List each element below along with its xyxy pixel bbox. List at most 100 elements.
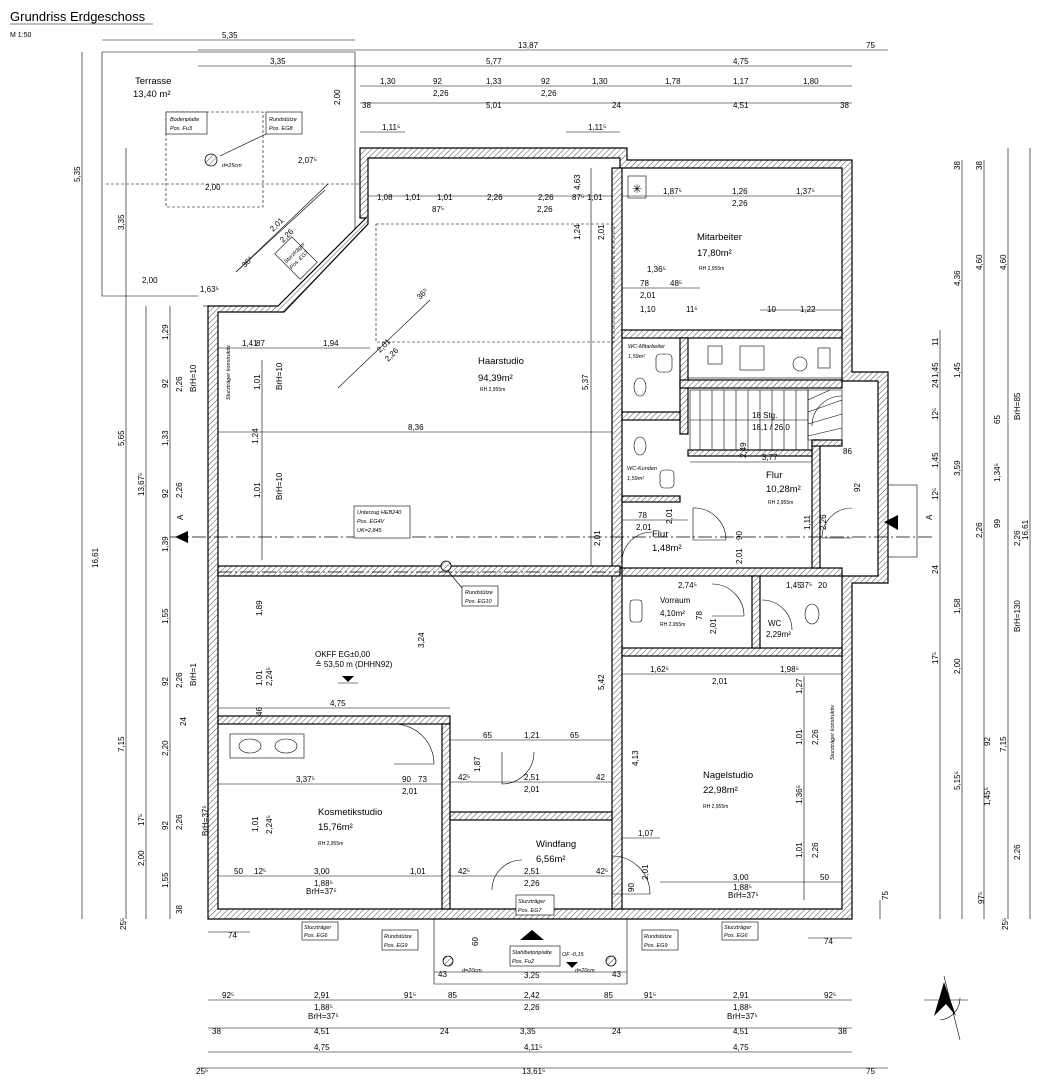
rundst-eg9b-1: Rundstütze <box>644 934 672 940</box>
dim-w-42a: 42⁵ <box>458 773 470 782</box>
dim-k-300: 3,00 <box>314 867 330 876</box>
entrance-slab: Stahlbetonplatte Pos. Fu2 OF -0,15 d=20c… <box>208 919 852 985</box>
svg-text:A: A <box>925 514 934 520</box>
dim-n-198: 1,98⁵ <box>780 665 799 674</box>
rundst-eg9b-2: Pos. EG9 <box>644 943 668 949</box>
dim-top-178: 1,78 <box>665 77 681 86</box>
d25-label: d=25cm <box>222 163 242 169</box>
dim-top-577: 5,77 <box>486 57 502 66</box>
dim-h-87a: 1,08 <box>377 193 393 202</box>
dim-h-101b: 1,01 <box>437 193 453 202</box>
sturz-eg6b-1: Sturzträger <box>724 925 752 931</box>
okff-sub: ≙ 53,50 m (DHHN92) <box>315 660 393 669</box>
dim-m-136: 1,36⁵ <box>647 265 666 274</box>
dim-h-194: 1,94 <box>323 339 339 348</box>
rundstuetze-eg10-2: Pos. EG10 <box>465 599 493 605</box>
dim-m-11: 11⁵ <box>686 305 698 314</box>
dim-m-78: 78 <box>640 279 649 288</box>
terrasse-name: Terrasse <box>135 76 171 87</box>
dim-k-324: 3,24 <box>417 632 426 648</box>
dim-bot-451a: 4,51 <box>314 1027 330 1036</box>
d20-left: d=20cm <box>462 968 482 974</box>
haarstudio-area: 94,39m² <box>478 373 513 384</box>
dim-l-535: 5,35 <box>73 166 82 182</box>
room-haarstudio: Haarstudio 94,39m² RH 2,955m 8,36 5,37 1… <box>218 168 615 566</box>
wc-kunden-name: WC-Kunden <box>627 466 657 472</box>
mitarbeiter-rh: RH 2,955m <box>699 266 724 272</box>
svg-text:A: A <box>176 514 185 520</box>
dim-top-130b: 1,30 <box>592 77 608 86</box>
dim-bot-brh-a: BrH=37⁵ <box>308 1012 339 1021</box>
dim-k-475: 4,75 <box>330 699 346 708</box>
svg-text:1,01: 1,01 <box>253 482 262 498</box>
unterzug-1: Unterzug HEB240 <box>357 510 402 516</box>
stair: 18 Stg. 18,1 / 26,0 <box>689 389 843 451</box>
dim-k-50: 50 <box>234 867 243 876</box>
dim-f-226: 2,26 <box>819 514 828 530</box>
dim-r-38top: 38 <box>953 161 962 170</box>
dim-bot-85a: 85 <box>448 991 457 1000</box>
dim-l-brh1: BrH=1 <box>189 663 198 686</box>
dim-r-145c: 1,45⁵ <box>983 787 992 806</box>
dims-bottom: 92⁵ 2,91 91⁵ 85 2,42 85 91⁵ 2,91 92⁵ 1,8… <box>196 991 888 1076</box>
section-marker-left <box>175 531 188 543</box>
dim-m-110: 1,10 <box>640 305 656 314</box>
wc-mitarbeiter-area: 1,59m² <box>628 354 645 360</box>
dim-l-92c: 92 <box>161 677 170 686</box>
room-flur-big: Flur 10,28m² RH 2,955m 3,77 2,49 86 1,11… <box>690 395 862 564</box>
rundstuetze-eg8-1: Rundstütze <box>269 117 297 123</box>
dim-h-201t: 2,01 <box>268 216 286 234</box>
dim-bot-188a: 1,88⁵ <box>314 1003 333 1012</box>
dims-right: 16,61 4,60 7,15 4,60 2,26 4,36 1,45 3,59… <box>830 148 1031 930</box>
wc-area: 2,29m² <box>766 630 791 639</box>
dim-bot-291a: 2,91 <box>314 991 330 1000</box>
bodenplatte-label-2: Pos. Fu3 <box>170 126 193 132</box>
svg-text:BrH=10: BrH=10 <box>275 362 284 390</box>
dim-w-226: 2,26 <box>524 879 540 888</box>
unterzug-3: UK=2,845 <box>357 528 383 534</box>
dim-bot-335: 3,35 <box>520 1027 536 1036</box>
dim-k-188: 1,88⁵ <box>314 879 333 888</box>
rundstuetze-eg8-2: Pos. EG8 <box>269 126 293 132</box>
dim-bot-475a: 4,75 <box>314 1043 330 1052</box>
dim-r-145b: 1,45 <box>931 452 940 468</box>
dim-r-460b: 4,60 <box>975 254 984 270</box>
dim-l-brh37: BrH=37⁵ <box>201 805 210 836</box>
dim-top-335: 3,35 <box>270 57 286 66</box>
dim-n-188: 1,88⁵ <box>733 883 752 892</box>
svg-text:1,24: 1,24 <box>251 428 260 444</box>
dim-w-201v: 2,01 <box>641 864 650 880</box>
dim-h-87b: 1,01 <box>587 193 603 202</box>
dim-top-24: 24 <box>612 101 621 110</box>
nagelstudio-rh: RH 2,955m <box>703 804 728 810</box>
dims-left: 5,35 16,61 3,35 5,65 7,15 13,67⁵ 2,00 1,… <box>73 52 232 930</box>
dim-top-1387: 13,87 <box>518 41 539 50</box>
dim-f-86: 86 <box>843 447 852 456</box>
dim-r-158: 1,58 <box>953 598 962 614</box>
dims-top: 5,35 13,87 75 3,35 5,77 4,75 1,30 92 1,3… <box>102 31 888 133</box>
sturz-eg6a-1: Sturzträger <box>304 925 332 931</box>
dim-m-126: 1,26 <box>732 187 748 196</box>
haarstudio-rh: RH 2,955m <box>480 387 505 393</box>
dim-r-38: 38 <box>975 161 984 170</box>
dim-bot-451b: 4,51 <box>733 1027 749 1036</box>
windfang-name: Windfang <box>536 839 576 850</box>
dim-w-42d: 42⁵ <box>596 867 608 876</box>
dim-top-130a: 1,30 <box>380 77 396 86</box>
dim-h-124: 2,26 <box>487 193 503 202</box>
dim-r-226b: 2,26 <box>1013 530 1022 546</box>
dim-w-201: 2,01 <box>524 785 540 794</box>
column-eg10 <box>440 560 452 572</box>
dim-n-300: 3,00 <box>733 873 749 882</box>
dim-k-73: 73 <box>418 775 427 784</box>
svg-text:78: 78 <box>695 611 704 620</box>
okff-marker: OKFF EG±0,00 ≙ 53,50 m (DHHN92) <box>315 650 393 684</box>
dim-r-brh85: BrH=85 <box>1013 392 1022 420</box>
dim-h-226a: 87⁵ <box>432 205 444 214</box>
dim-l-24: 24 <box>179 717 188 726</box>
dim-r-145: 1,45 <box>953 362 962 378</box>
dim-l-220: 2,20 <box>161 740 170 756</box>
flur-big-rh: RH 2,955m <box>768 500 793 506</box>
okff-label: OKFF EG±0,00 <box>315 650 371 659</box>
stahlbeton-1: Stahlbetonplatte <box>512 950 552 956</box>
